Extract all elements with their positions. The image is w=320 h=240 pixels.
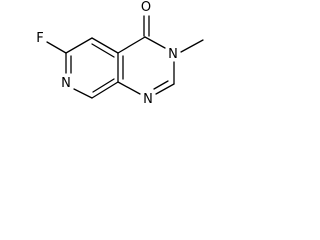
- structure-canvas: O F N N N: [0, 0, 218, 138]
- bond-n3-methyl: [180, 39, 204, 53]
- bond-c5-c6: [65, 37, 93, 54]
- bond-c2-n1-1: [155, 83, 175, 95]
- atom-nitrogen-1: N: [143, 92, 153, 107]
- bond-c2-n1-2: [153, 80, 169, 90]
- atom-fluorine: F: [36, 31, 43, 46]
- bond-c8-c8a-1: [91, 81, 119, 99]
- bond-n1-c8a: [117, 81, 141, 95]
- bonds: [46, 15, 204, 99]
- bond-c4a-c5-2: [91, 43, 115, 58]
- bond-c6-f: [46, 41, 67, 54]
- atom-nitrogen-7: N: [61, 76, 71, 91]
- bond-n7-c8: [73, 88, 93, 99]
- pyridopyrimidinone-structure: O F N N N: [36, 0, 204, 107]
- atom-nitrogen-3: N: [168, 47, 178, 62]
- bond-c4a-c5: [91, 37, 119, 54]
- atom-oxygen: O: [141, 0, 151, 15]
- bond-c8-c8a-2: [92, 78, 115, 93]
- atom-labels: O F N N N: [36, 0, 178, 107]
- bond-c4-c4a: [117, 36, 146, 54]
- bond-c4-n3: [144, 36, 166, 49]
